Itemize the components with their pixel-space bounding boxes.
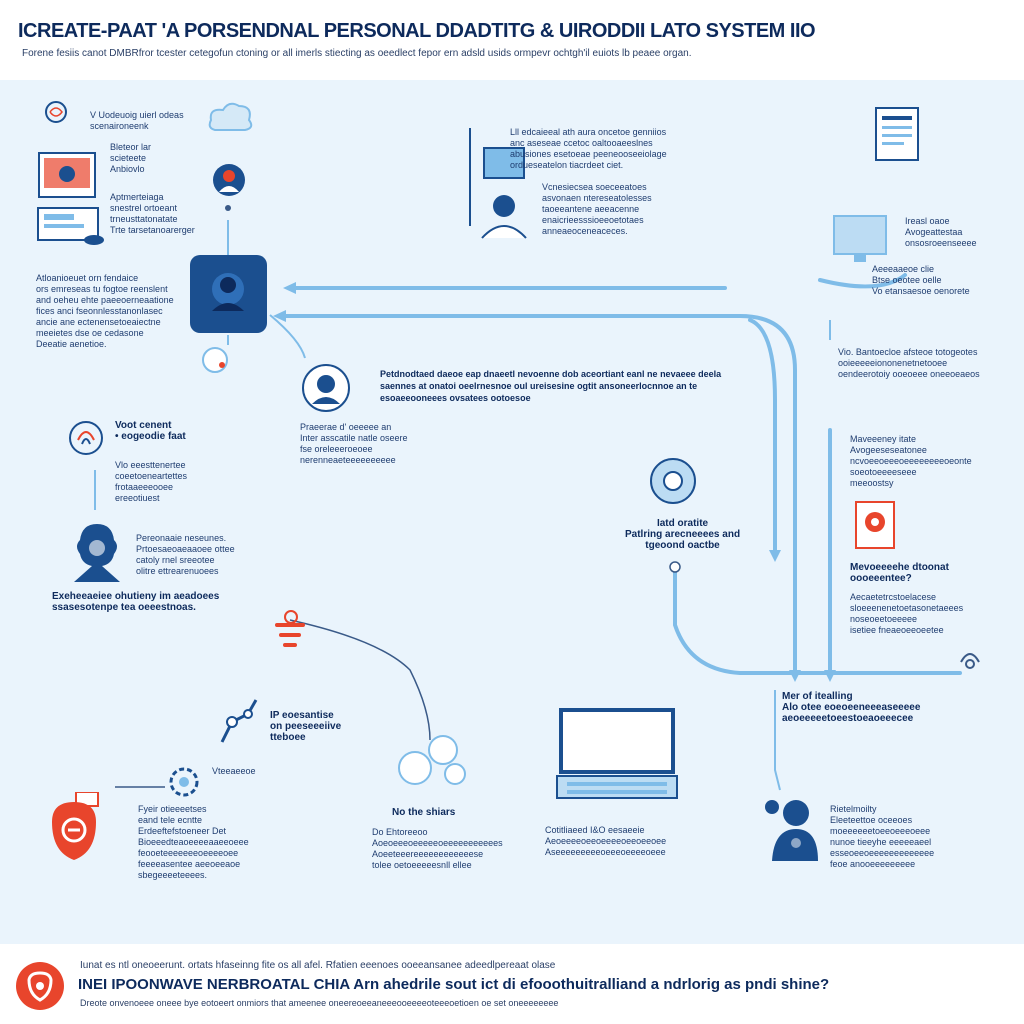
shield-icon (46, 791, 102, 862)
cloud-icon (205, 98, 257, 138)
person-avatar-icon (852, 102, 854, 104)
monitor-icon (832, 214, 890, 266)
gear-icon (162, 762, 206, 802)
text-block: V Uodeuoig uierl odeas scenaironeenk (90, 110, 184, 131)
document-icon (874, 106, 920, 162)
lightbulb-icon (648, 456, 698, 506)
text-block: Petdnodtaed daeoe eap dnaeetl nevoenne d… (380, 369, 722, 403)
text-block: Mevoeeeehe dtoonat oooeeentee? (850, 562, 949, 584)
idea-spark-icon (265, 605, 315, 665)
text-block: Maveeeney itate Avogeeseseatonee ncvoeeo… (850, 434, 972, 488)
text-block: Voot cenent • eogeodie faat (115, 420, 186, 442)
laptop-icon (36, 206, 106, 246)
user-silhouette-icon (68, 520, 126, 582)
text-block: Vio. Bantoecloe afsteoe totogeotes ooiee… (838, 347, 980, 379)
page-title: ICREATE-PAAT 'A PORSENDNAL PERSONAL DDAD… (18, 20, 816, 42)
text-block: Fyeir otieeeetses eand tele ecntte Erdee… (138, 804, 249, 880)
text-block: Pereonaaie neseunes. Prtoesaeoaeaaoee ot… (136, 533, 235, 576)
signal-icon (955, 642, 985, 674)
person-avatar-icon (762, 795, 822, 863)
monitor-icon (38, 152, 96, 198)
page-subtitle: Forene fesiis canot DMBRfror tcester cet… (22, 48, 692, 59)
text-block: No the shiars (392, 807, 456, 818)
text-block: Exeheeaeiee ohutieny im aeadoees ssaseso… (52, 591, 220, 613)
person-avatar-icon (211, 162, 247, 198)
laptop-icon (555, 708, 679, 802)
network-bubbles-icon (385, 730, 475, 790)
text-block: IP eoesantise on peeseeeiive tteboee (270, 710, 342, 743)
text-block: Vteeaeeoe (212, 766, 256, 776)
text-block: Praeerae d' oeeeee an Inter asscatile na… (300, 422, 408, 465)
shield-icon (16, 962, 64, 1010)
profile-badge-icon (854, 500, 896, 550)
header: ICREATE-PAAT 'A PORSENDNAL PERSONAL DDAD… (0, 0, 1024, 78)
text-block: Ireasl oaoe Avogeattestaa onsosroeenseee… (905, 216, 977, 248)
chat-bubble-icon (200, 345, 230, 375)
text-block: Bleteor lar scieteete Anbiovlo (110, 142, 152, 174)
brain-icon (42, 98, 70, 126)
text-block: Do Ehtoreeoo Aoeoeeeoeeeeeoeeeeeeeeeees … (372, 827, 503, 870)
text-block: Aptmerteiaga snestrel ortoeant trneustta… (110, 192, 195, 235)
text-block: Atloanioeuet orn fendaice ors emreseas t… (36, 273, 174, 349)
headset-avatar-icon (300, 362, 352, 414)
text-block: Iatd oratite Patlring arecneeees and tge… (625, 518, 741, 551)
text-block: Cotitliaeed I&O eesaeeie Aeoeeeeoeeoeeee… (545, 825, 667, 857)
footer-title: INEI IPOONWAVE NERBROATAL CHIA Arn ahedr… (78, 976, 830, 993)
fingerprint-icon (62, 418, 108, 458)
text-block: Lll edcaieeal ath aura oncetoe genniios … (510, 127, 667, 170)
workstation-user-icon (466, 126, 536, 240)
text-block: Mer of itealling Alo otee eoeoeeneeeasee… (782, 691, 921, 724)
text-block: Aecaetetrcstoelacese sloeeenenetoetasone… (850, 592, 964, 635)
diagram-canvas: V Uodeuoig uierl odeas scenaironeenk Ble… (0, 80, 1024, 944)
footer-note: Iunat es ntl oneoeerunt. ortats hfaseinn… (80, 960, 556, 971)
footer-subtitle: Dreote onvenoeee oneee bye eotoeert onmi… (80, 998, 559, 1008)
robot-arm-icon (212, 692, 264, 746)
connector-lines (94, 205, 962, 791)
text-block: Vcnesiecsea soeceeatoes asvonaen nterese… (542, 182, 652, 236)
user-profile-card[interactable] (190, 255, 267, 333)
text-block: Vlo eeesttenertee coeetoeneartettes frot… (115, 460, 188, 503)
text-block: Aeeeaaeoe clie Btse oeotee oelle Vo etan… (872, 264, 970, 296)
text-block: Rietelmoilty Eleeteettoe oceeoes moeeeee… (830, 804, 935, 869)
footer: Iunat es ntl oneoeerunt. ortats hfaseinn… (0, 946, 1024, 1024)
